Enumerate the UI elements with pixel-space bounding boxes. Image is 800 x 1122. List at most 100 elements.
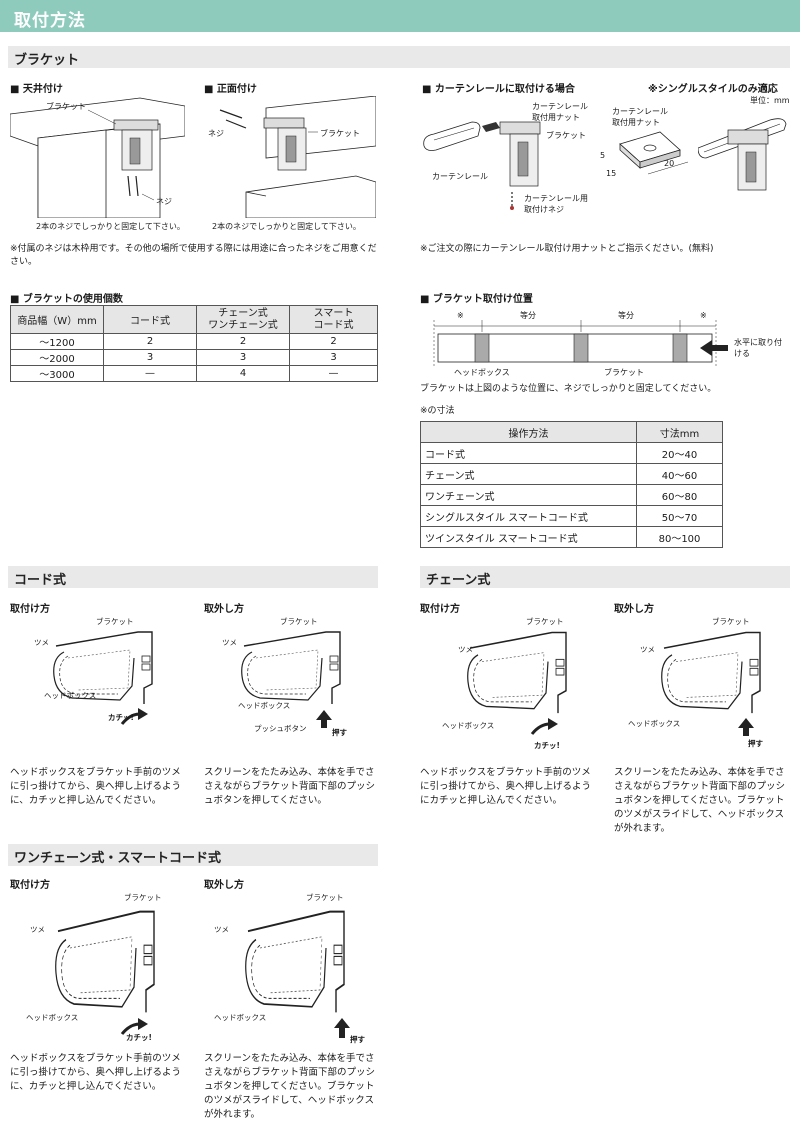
ceiling-caption: 2本のネジでしっかりと固定して下さい。 — [36, 222, 185, 231]
dim-header: 操作方法 — [420, 421, 637, 443]
dim-15: 15 — [606, 169, 617, 178]
section-title-cord: コード式 — [14, 573, 67, 588]
chain-headbox-label-2: ヘッドボックス — [628, 719, 681, 728]
table-cell: ～2000 — [10, 349, 104, 366]
arrow-left-icon — [700, 340, 728, 356]
chain-install-title: 取付け方 — [420, 604, 460, 615]
bracket-icon — [113, 119, 159, 171]
bracket-icon — [727, 129, 769, 191]
section-bar-chain — [420, 566, 790, 588]
chain-bracket-label-2: ブラケット — [712, 617, 750, 626]
cord-headbox-label-2: ヘッドボックス — [238, 701, 291, 710]
table-cell: ～1200 — [10, 333, 104, 350]
nut-icon — [619, 131, 681, 169]
page-title: 取付方法 — [14, 11, 86, 31]
table-cell: 3 — [103, 349, 197, 366]
position-headbox-label: ヘッドボックス — [454, 368, 510, 377]
onechain-claw-label-2: ツメ — [214, 925, 229, 934]
onechain-remove-text: スクリーンをたたみ込み、本体を手でささえながらブラケット背面下部のプッシュボタン… — [204, 1053, 376, 1120]
single-bracket-figure — [698, 106, 793, 196]
cord-click-label: カチッ! — [108, 713, 134, 722]
position-caption: ブラケットは上図のような位置に、ネジでしっかりと固定してください。 — [420, 384, 717, 394]
cord-push-button-label: プッシュボタン — [254, 724, 307, 733]
section-bar-onechain — [8, 844, 378, 866]
table-row: シングルスタイル スマートコード式 50～70 — [420, 505, 723, 527]
position-equal-1: 等分 — [520, 311, 536, 320]
usage-header: スマート コード式 — [289, 305, 378, 334]
usage-header: コード式 — [103, 305, 197, 334]
chain-install-text: ヘッドボックスをブラケット手前のツメに引っ掛けてから、奥へ押し上げるようにカチッ… — [420, 767, 592, 806]
chain-headbox-label: ヘッドボックス — [442, 721, 495, 730]
single-style-title: ※シングルスタイルのみ適応 — [648, 84, 778, 95]
table-cell: 2 — [289, 333, 378, 350]
cord-bracket-label-2: ブラケット — [280, 617, 318, 626]
curved-arrow-icon — [530, 716, 560, 736]
cord-install-text: ヘッドボックスをブラケット手前のツメに引っ掛けてから、奥へ押し上げるように、カチ… — [10, 767, 182, 806]
chain-claw-label: ツメ — [458, 645, 473, 654]
up-arrow-icon — [738, 718, 754, 736]
chain-bracket-label: ブラケット — [526, 617, 564, 626]
bracket-icon — [474, 333, 490, 363]
cord-bracket-label: ブラケット — [96, 617, 134, 626]
cord-remove-text: スクリーンをたたみ込み、本体を手でささえながらブラケット背面下部のプッシュボタン… — [204, 767, 376, 806]
onechain-headbox-label: ヘッドボックス — [26, 1013, 79, 1022]
rail-mount-figure — [420, 96, 610, 218]
header-bar — [0, 0, 800, 32]
section-title-chain: チェーン式 — [426, 573, 491, 588]
curtain-rail-icon — [423, 121, 481, 151]
rail-nut-label: カーテンレール取付用ナット — [532, 102, 588, 122]
table-cell: — — [103, 365, 197, 382]
dim-20: 20 — [664, 159, 675, 168]
rail-bracket-label: ブラケット — [546, 131, 586, 140]
cord-claw-label-2: ツメ — [222, 638, 237, 647]
cord-push-label: 押す — [332, 728, 347, 737]
usage-header: 商品幅（W）mm — [10, 305, 104, 334]
usage-title: ■ ブラケットの使用個数 — [10, 294, 123, 305]
table-cell: 4 — [196, 365, 290, 382]
front-caption: 2本のネジでしっかりと固定して下さい。 — [212, 222, 361, 231]
onechain-click-label: カチッ! — [126, 1033, 152, 1042]
single-nut-label: カーテンレール取付用ナット — [612, 107, 668, 127]
front-bracket-label: ブラケット — [320, 129, 360, 138]
chain-remove-text: スクリーンをたたみ込み、本体を手でささえながらブラケット背面下部のプッシュボタン… — [614, 767, 786, 834]
table-cell: — — [289, 365, 378, 382]
table-row: ワンチェーン式 60～80 — [420, 484, 723, 506]
cord-remove-figure — [236, 628, 356, 728]
section-bar-bracket — [8, 46, 790, 68]
unit-label: 単位：mm — [750, 96, 790, 105]
table-cell: 2 — [103, 333, 197, 350]
position-equal-2: 等分 — [618, 311, 634, 320]
table-cell: ～3000 — [10, 365, 104, 382]
cord-headbox-label: ヘッドボックス — [44, 691, 97, 700]
dimension-table: 操作方法 寸法mm コード式 20～40 チェーン式 40～60 ワンチェーン式… — [420, 421, 723, 548]
bracket-icon — [263, 117, 307, 171]
ceiling-bracket-label: ブラケット — [46, 102, 86, 111]
cord-install-title: 取付け方 — [10, 604, 50, 615]
table-cell: 50～70 — [636, 505, 723, 527]
position-title: ■ ブラケット取付け位置 — [420, 294, 533, 305]
onechain-bracket-label-2: ブラケット — [306, 893, 344, 902]
onechain-install-title: 取付け方 — [10, 880, 50, 891]
table-cell: 20～40 — [636, 442, 723, 464]
onechain-install-text: ヘッドボックスをブラケット手前のツメに引っ掛けてから、奥へ押し上げるように、カチ… — [10, 1053, 182, 1092]
front-mount-title: ■ 正面付け — [204, 84, 257, 95]
section-title-onechain: ワンチェーン式・スマートコード式 — [14, 851, 221, 866]
table-row: チェーン式 40～60 — [420, 463, 723, 485]
rail-screw-label: カーテンレール用取付けネジ — [524, 194, 588, 214]
bracket-icon — [499, 121, 541, 187]
onechain-push-label: 押す — [350, 1035, 365, 1044]
section-bar-cord — [8, 566, 378, 588]
section-title-bracket: ブラケット — [14, 53, 80, 68]
table-cell: 3 — [196, 349, 290, 366]
position-mark-left: ※ — [457, 311, 464, 320]
table-cell: 80～100 — [636, 526, 723, 548]
ceiling-mount-title: ■ 天井付け — [10, 84, 63, 95]
table-cell: ツインスタイル スマートコード式 — [420, 526, 637, 548]
cord-remove-title: 取外し方 — [204, 604, 244, 615]
rail-mount-title: ■ カーテンレールに取付ける場合 — [422, 84, 575, 95]
front-mount-figure — [206, 96, 376, 218]
table-cell: 2 — [196, 333, 290, 350]
table-row: コード式 20～40 — [420, 442, 723, 464]
ceiling-screw-label: ネジ — [156, 197, 172, 206]
table-cell: シングルスタイル スマートコード式 — [420, 505, 637, 527]
